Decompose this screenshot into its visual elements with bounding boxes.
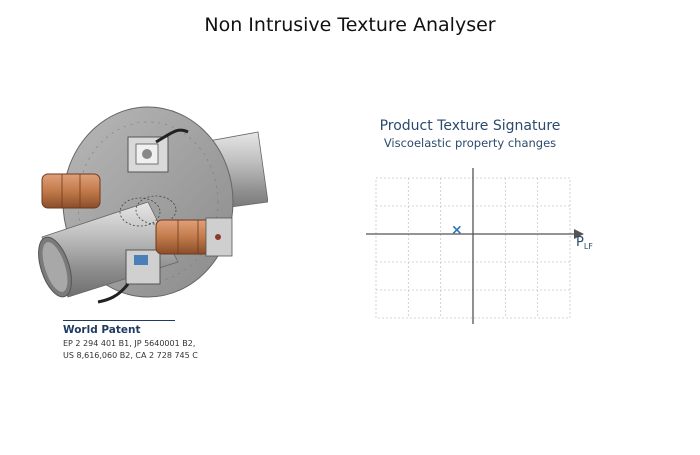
copper-coil-right — [155, 217, 233, 257]
patent-number-line: EP 2 294 401 B1, JP 5640001 B2, — [63, 339, 196, 348]
bottom-sensor-head — [97, 249, 161, 304]
marker-stroke — [452, 225, 461, 234]
data-point-marker — [452, 225, 461, 234]
page-title: Non Intrusive Texture Analyser — [204, 14, 496, 36]
signature-chart-subtitle: Viscoelastic property changes — [383, 136, 557, 150]
device-illustration — [38, 106, 268, 304]
patent-block: World Patent EP 2 294 401 B1, JP 5640001… — [63, 320, 198, 362]
x-axis-label: PLF — [576, 235, 593, 251]
x-axis-label-subscript: LF — [584, 242, 593, 251]
signature-chart-title: Product Texture Signature — [379, 118, 561, 134]
patent-number-line: US 8,616,060 B2, CA 2 728 745 C — [63, 351, 198, 360]
patent-divider — [63, 320, 175, 321]
x-axis-label-main: P — [576, 235, 584, 250]
pipe-left — [38, 201, 179, 298]
copper-coil-left — [41, 173, 101, 209]
x-axis-arrow — [574, 229, 584, 239]
patent-heading: World Patent — [63, 324, 141, 336]
inner-sensor-view — [119, 195, 177, 227]
signature-chart: PLF — [366, 168, 593, 324]
top-sensor-head — [127, 128, 189, 173]
